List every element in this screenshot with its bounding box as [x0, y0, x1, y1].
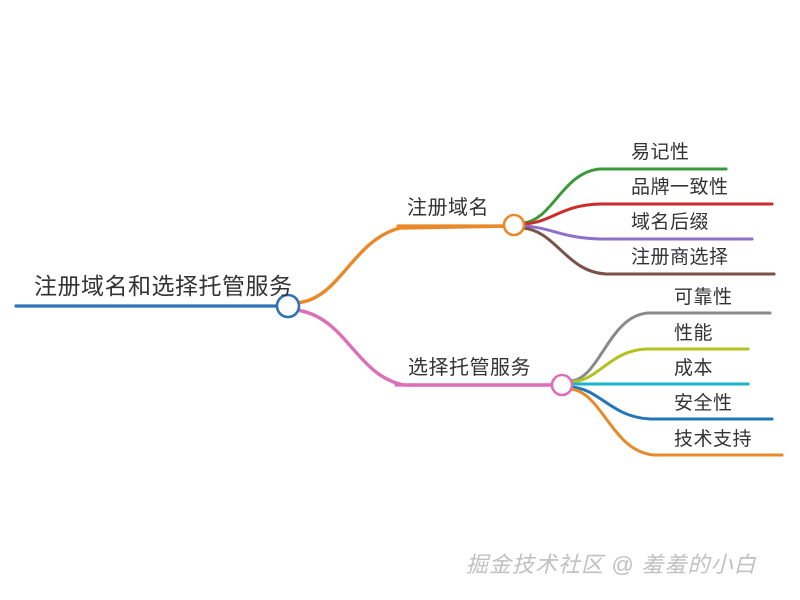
connector-hosting-service-to-performance: [568, 347, 750, 384]
connector-register-domain-to-memorability: [520, 167, 728, 225]
leaf-security-label[interactable]: 安全性: [674, 393, 733, 414]
root-node-label[interactable]: 注册域名和选择托管服务: [34, 273, 293, 299]
connector-root-to-hosting-service: [294, 308, 556, 387]
leaf-domain-suffix-label[interactable]: 域名后缀: [631, 212, 710, 233]
leaf-cost-label[interactable]: 成本: [674, 358, 714, 379]
root-node-circle[interactable]: [275, 293, 301, 319]
branch-hosting-service-circle[interactable]: [550, 373, 574, 397]
connector-register-domain-to-registrar-choice: [520, 226, 776, 276]
leaf-reliability-label[interactable]: 可靠性: [674, 287, 733, 308]
connector-hosting-service-to-security: [568, 385, 774, 421]
branch-register-domain-circle[interactable]: [502, 213, 526, 237]
leaf-performance-label[interactable]: 性能: [674, 323, 714, 344]
connector-register-domain-to-domain-suffix: [520, 224, 754, 241]
connector-hosting-service-to-tech-support: [568, 387, 784, 457]
connector-hosting-service-to-reliability: [568, 311, 772, 383]
branch-hosting-service-label[interactable]: 选择托管服务: [408, 357, 531, 379]
branch-register-domain-label[interactable]: 注册域名: [407, 197, 489, 219]
watermark-text: 掘金技术社区 @ 羞羞的小白: [466, 552, 757, 577]
leaf-brand-consistency-label[interactable]: 品牌一致性: [631, 177, 729, 198]
connector-root-to-register-domain: [294, 224, 510, 305]
leaf-memorability-label[interactable]: 易记性: [631, 142, 690, 163]
connector-register-domain-to-brand-consistency: [520, 202, 774, 226]
leaf-registrar-choice-label[interactable]: 注册商选择: [631, 247, 729, 268]
leaf-tech-support-label[interactable]: 技术支持: [674, 429, 753, 450]
